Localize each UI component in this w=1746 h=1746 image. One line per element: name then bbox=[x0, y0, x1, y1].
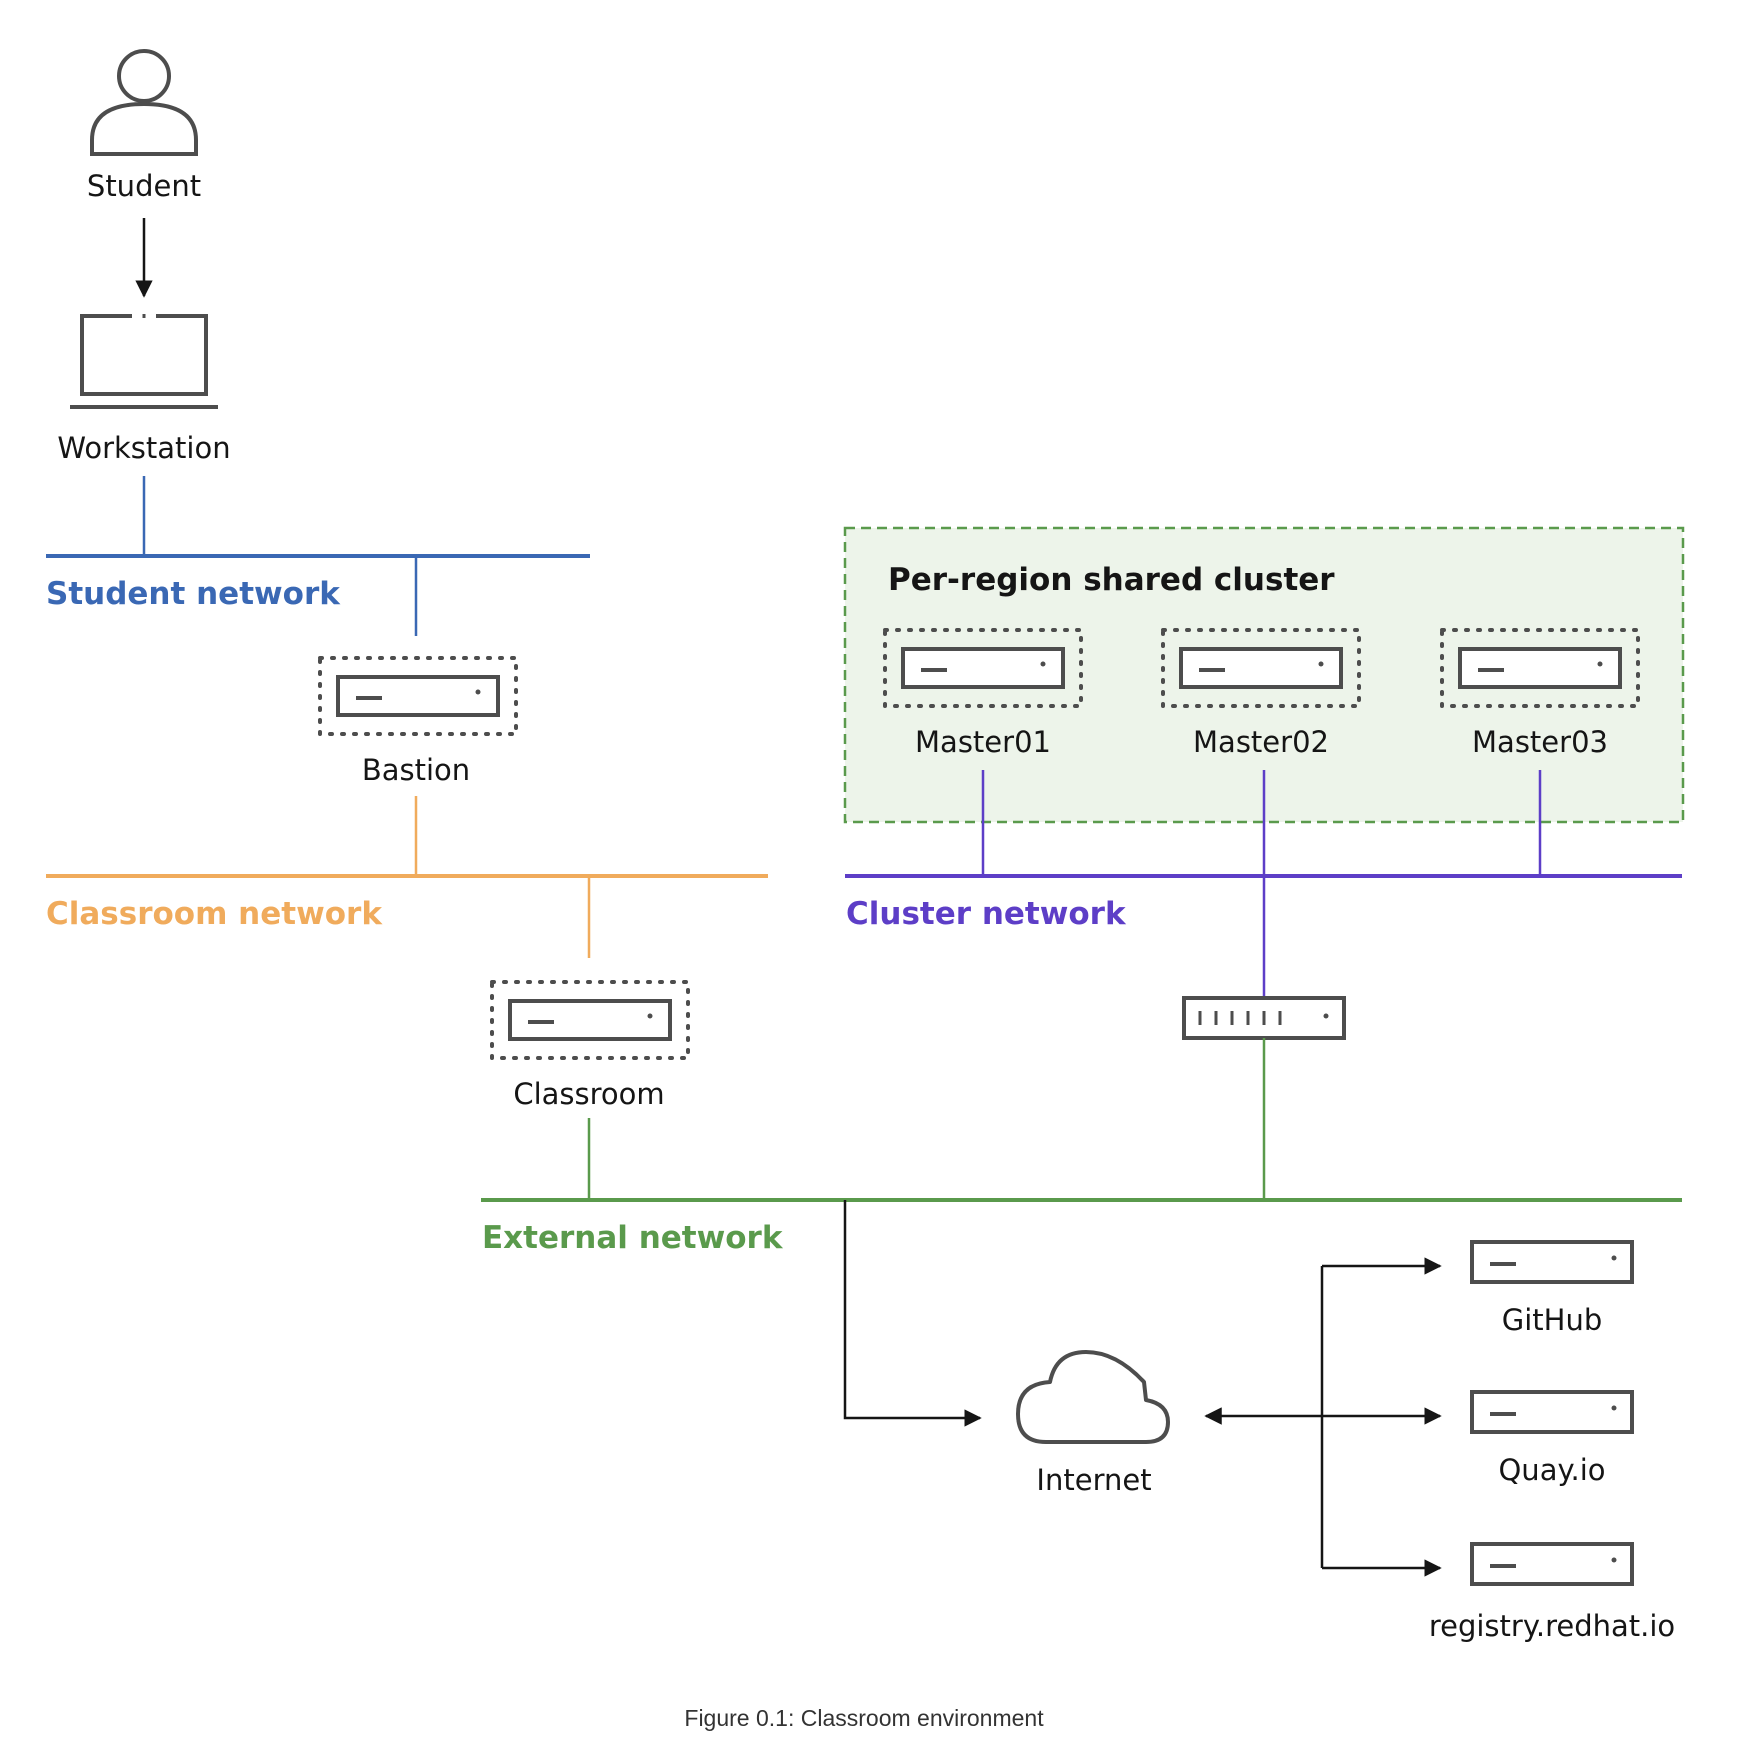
master02-server bbox=[1161, 628, 1361, 708]
external-network-label: External network bbox=[482, 1220, 784, 1256]
workstation-label: Workstation bbox=[57, 431, 230, 465]
master01-label: Master01 bbox=[915, 725, 1051, 759]
server-icon bbox=[1470, 1542, 1634, 1586]
person-icon bbox=[90, 49, 198, 156]
internet-label: Internet bbox=[1036, 1463, 1151, 1497]
cluster-network-label: Cluster network bbox=[846, 896, 1127, 932]
student-network-label: Student network bbox=[46, 576, 341, 612]
registry-server bbox=[1470, 1542, 1634, 1586]
github-server bbox=[1470, 1240, 1634, 1284]
network-switch-icon bbox=[1182, 996, 1346, 1040]
server-icon bbox=[901, 647, 1065, 689]
registry-label: registry.redhat.io bbox=[1429, 1609, 1675, 1643]
laptop-icon bbox=[70, 314, 218, 409]
classroom-label: Classroom bbox=[513, 1077, 664, 1111]
server-icon bbox=[508, 999, 672, 1041]
student-label: Student bbox=[87, 169, 201, 203]
external-to-internet-arrow bbox=[843, 1200, 982, 1427]
classroom-network-label: Classroom network bbox=[46, 896, 383, 932]
server-icon bbox=[1179, 647, 1343, 689]
quay-label: Quay.io bbox=[1498, 1453, 1605, 1487]
server-icon bbox=[336, 675, 500, 717]
bastion-label: Bastion bbox=[362, 753, 470, 787]
master01-server bbox=[883, 628, 1083, 708]
master03-label: Master03 bbox=[1472, 725, 1608, 759]
server-icon bbox=[1470, 1240, 1634, 1284]
figure-caption: Figure 0.1: Classroom environment bbox=[684, 1705, 1044, 1731]
server-icon bbox=[1470, 1390, 1634, 1434]
bastion-server bbox=[318, 656, 518, 736]
github-label: GitHub bbox=[1502, 1303, 1603, 1337]
master03-server bbox=[1440, 628, 1640, 708]
classroom-server bbox=[490, 980, 690, 1060]
server-icon bbox=[1458, 647, 1622, 689]
master02-label: Master02 bbox=[1193, 725, 1329, 759]
cluster-group-title: Per-region shared cluster bbox=[888, 562, 1335, 598]
quay-server bbox=[1470, 1390, 1634, 1434]
cloud-icon bbox=[1016, 1350, 1170, 1444]
